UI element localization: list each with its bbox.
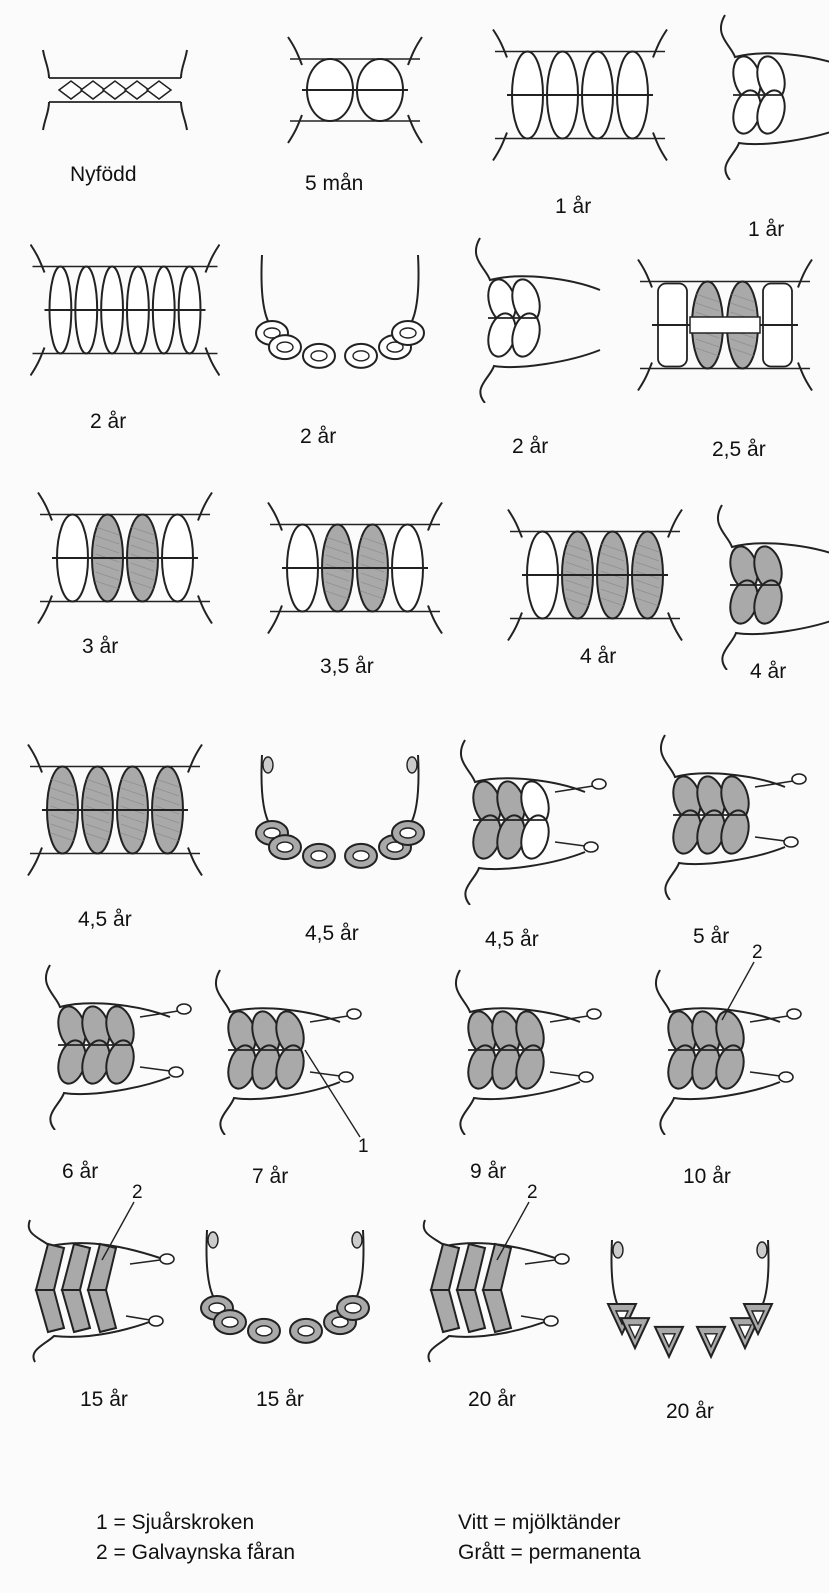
legend-marker-1: 1 = Sjuårskroken bbox=[96, 1508, 295, 1538]
age-label: 3 år bbox=[82, 635, 118, 659]
tooth-drawing-12 bbox=[677, 500, 829, 670]
tooth-drawing-4 bbox=[680, 10, 829, 180]
tooth-drawing-6 bbox=[245, 230, 435, 400]
age-label: 20 år bbox=[666, 1400, 714, 1424]
marker-2-leader bbox=[94, 1200, 174, 1300]
age-label: 4,5 år bbox=[78, 908, 132, 932]
age-label: 4 år bbox=[750, 660, 786, 684]
age-label: 7 år bbox=[252, 1165, 288, 1189]
age-label: 1 år bbox=[555, 195, 591, 219]
legend-white: Vitt = mjölktänder bbox=[458, 1508, 641, 1538]
age-label: 2 år bbox=[512, 435, 548, 459]
tooth-drawing-19 bbox=[415, 965, 605, 1135]
age-label: 2 år bbox=[90, 410, 126, 434]
age-label: 15 år bbox=[256, 1388, 304, 1412]
tooth-drawing-2 bbox=[260, 5, 450, 175]
legend-grey: Grått = permanenta bbox=[458, 1538, 641, 1568]
marker-1-leader bbox=[300, 1045, 380, 1145]
marker-legend: 1 = Sjuårskroken 2 = Galvaynska fåran bbox=[96, 1508, 295, 1568]
tooth-drawing-24 bbox=[595, 1215, 785, 1385]
age-label: 6 år bbox=[62, 1160, 98, 1184]
tooth-drawing-13 bbox=[20, 725, 210, 895]
age-label: 4 år bbox=[580, 645, 616, 669]
marker-2-leader bbox=[714, 960, 794, 1060]
marker-2-leader bbox=[489, 1200, 569, 1300]
age-label: 20 år bbox=[468, 1388, 516, 1412]
tooth-drawing-17 bbox=[5, 960, 195, 1130]
age-label: 3,5 år bbox=[320, 655, 374, 679]
legend-marker-2: 2 = Galvaynska fåran bbox=[96, 1538, 295, 1568]
tooth-drawing-5 bbox=[30, 225, 220, 395]
tooth-drawing-22 bbox=[190, 1205, 380, 1375]
tooth-drawing-8 bbox=[630, 240, 820, 410]
tooth-drawing-10 bbox=[260, 483, 450, 653]
tooth-drawing-9 bbox=[30, 473, 220, 643]
tooth-drawing-15 bbox=[420, 735, 610, 905]
age-label: 9 år bbox=[470, 1160, 506, 1184]
age-label: 10 år bbox=[683, 1165, 731, 1189]
tooth-drawing-3 bbox=[485, 10, 675, 180]
age-label: Nyfödd bbox=[70, 163, 137, 187]
age-label: 4,5 år bbox=[485, 928, 539, 952]
tooth-drawing-11 bbox=[500, 490, 690, 660]
age-label: 15 år bbox=[80, 1388, 128, 1412]
tooth-drawing-1 bbox=[20, 5, 210, 175]
tooth-drawing-7 bbox=[435, 233, 625, 403]
age-label: 1 år bbox=[748, 218, 784, 242]
tooth-drawing-16 bbox=[620, 730, 810, 900]
color-legend: Vitt = mjölktänder Grått = permanenta bbox=[458, 1508, 641, 1568]
age-label: 2 år bbox=[300, 425, 336, 449]
age-label: 5 år bbox=[693, 925, 729, 949]
age-label: 5 mån bbox=[305, 172, 363, 196]
age-label: 4,5 år bbox=[305, 922, 359, 946]
tooth-drawing-14 bbox=[245, 730, 435, 900]
age-label: 2,5 år bbox=[712, 438, 766, 462]
